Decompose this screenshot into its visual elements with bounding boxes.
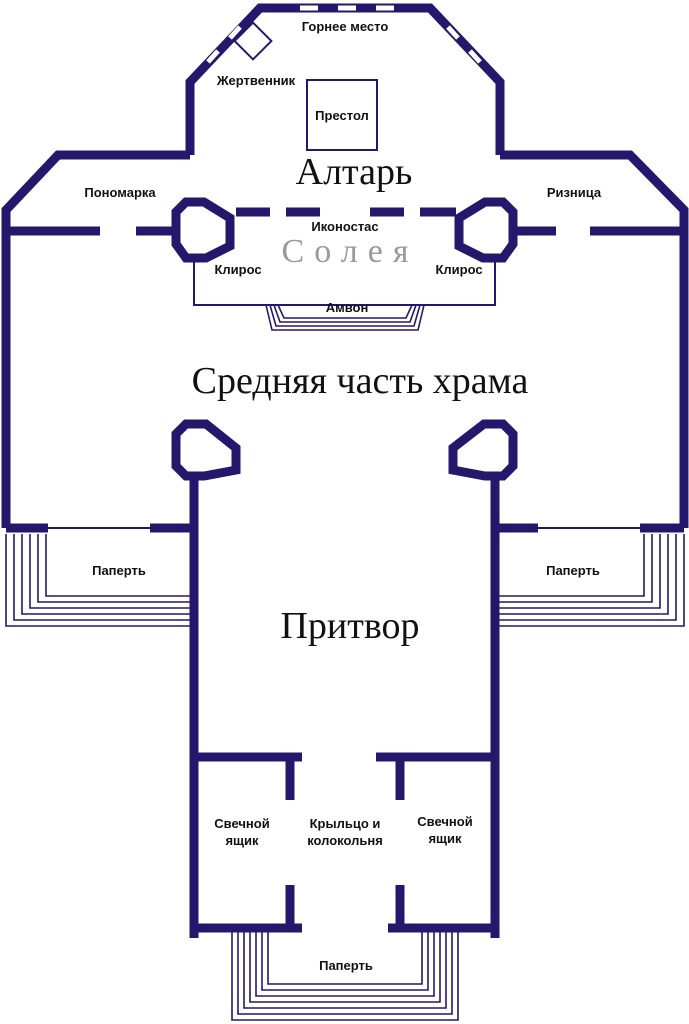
label-svechnoy-left-line2: ящик	[225, 833, 259, 848]
label-paperts-left: Паперть	[92, 563, 146, 578]
front-steps	[231, 932, 459, 1021]
pritvor-walls	[189, 476, 500, 938]
label-ikonostas: Иконостас	[311, 219, 378, 234]
label-riznitsa: Ризница	[547, 185, 602, 200]
label-prestol: Престол	[315, 108, 369, 123]
outer-walls	[1, 150, 689, 533]
label-svechnoy-right-line1: Свечной	[417, 814, 472, 829]
label-altar: Алтарь	[296, 151, 413, 193]
label-zhertvennik: Жертвенник	[216, 73, 296, 88]
prestol-table	[306, 79, 378, 151]
label-middle-part: Средняя часть храма	[192, 360, 529, 402]
soleya-platform	[193, 258, 496, 331]
side-steps-left	[5, 534, 190, 627]
pier-bottom-left	[171, 419, 241, 481]
label-kryltso-line1: Крыльцо и	[310, 816, 381, 831]
apse-walls	[185, 3, 505, 155]
pier-top-right	[454, 197, 518, 263]
pier-top-left	[171, 197, 235, 263]
label-svechnoy-right-line2: ящик	[428, 831, 462, 846]
iconostasis-line	[8, 207, 682, 236]
side-steps-right	[499, 534, 685, 627]
label-gornee-mesto: Горнее место	[302, 19, 389, 34]
label-paperts-bottom: Паперть	[319, 958, 373, 973]
label-kliros-right: Клирос	[435, 262, 482, 277]
label-pritvor: Притвор	[280, 605, 419, 647]
zhertvennik-table	[233, 21, 273, 61]
label-kryltso-line2: колокольня	[307, 833, 383, 848]
label-paperts-right: Паперть	[546, 563, 600, 578]
label-ambon: Амвон	[326, 300, 369, 315]
label-kliros-left: Клирос	[214, 262, 261, 277]
pier-bottom-right	[448, 419, 518, 481]
label-soleya: Солея	[282, 233, 419, 270]
label-svechnoy-left-line1: Свечной	[214, 816, 269, 831]
label-ponomarka: Пономарка	[84, 185, 156, 200]
